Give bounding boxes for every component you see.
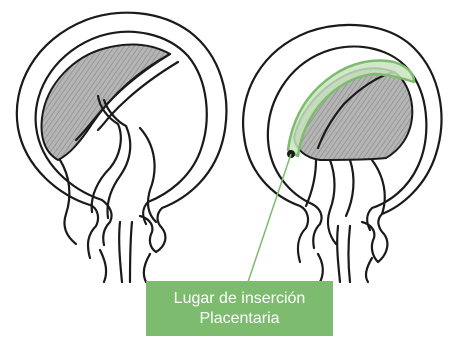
callout-label-box: Lugar de inserción Placentaria: [146, 281, 333, 336]
left-vagina-b: [144, 254, 150, 282]
left-fold-d: [140, 128, 156, 222]
right-fold-a: [306, 160, 316, 206]
right-fold-b: [328, 160, 336, 244]
left-fold-c: [60, 160, 76, 244]
left-cervix-b: [130, 222, 132, 282]
callout-leader-line: [248, 154, 291, 282]
callout-line-2: Placentaria: [199, 309, 279, 329]
right-vagina-a: [318, 254, 323, 282]
right-cervix-b: [349, 226, 351, 282]
left-uterus: [17, 13, 227, 282]
left-vagina-a: [100, 250, 106, 282]
right-fold-c: [346, 160, 353, 216]
left-cervix-a: [119, 222, 122, 282]
callout-line-1: Lugar de inserción: [174, 289, 306, 309]
right-cervix-a: [337, 226, 340, 282]
right-vagina-b: [366, 258, 372, 282]
right-uterus: [243, 25, 441, 282]
